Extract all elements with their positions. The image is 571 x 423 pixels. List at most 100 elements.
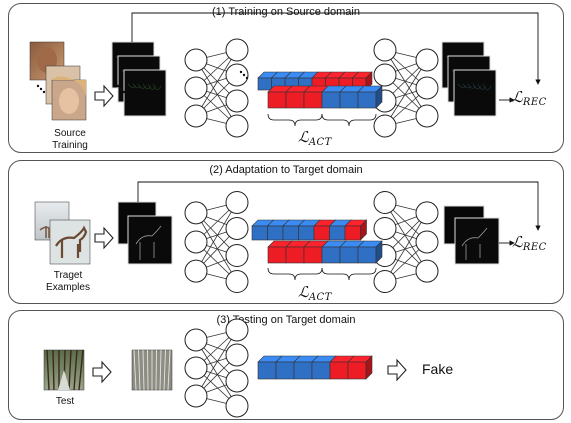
neuron-node: [184, 259, 208, 283]
neuron-node: [225, 318, 249, 342]
neuron-node: [225, 63, 249, 87]
activation-cell-red: [285, 246, 305, 264]
activation-cell-blue: [311, 361, 331, 380]
ellipsis-encoder: [239, 70, 249, 80]
test-feature-map: [131, 349, 173, 391]
neuron-node: [415, 48, 439, 72]
source-face-images: [29, 41, 87, 121]
brace-act-1b: [321, 113, 377, 127]
source-training-label: Source Training: [52, 128, 88, 151]
neuron-node: [415, 230, 439, 254]
panel-training: [8, 3, 564, 153]
test-label: Test: [55, 396, 75, 407]
reconstructed-maps-1: [441, 41, 497, 117]
brace-act-1a: [267, 113, 323, 127]
decoder-network-1: [373, 38, 439, 138]
target-example-images: [34, 201, 91, 265]
activation-cell-blue: [257, 361, 277, 380]
reconstructed-maps-2: [443, 205, 500, 265]
loss-act-2: ℒACT: [298, 283, 332, 303]
neuron-node: [373, 114, 397, 138]
activation-cell-red: [285, 91, 305, 109]
activation-cell-blue: [282, 225, 299, 241]
neuron-node: [373, 270, 397, 294]
activation-cell-red: [329, 361, 349, 380]
activation-cell-red: [267, 246, 287, 264]
activation-cell-red: [303, 91, 323, 109]
activation-cell-blue: [329, 225, 346, 241]
panel-title-testing: (3) Testing on Target domain: [216, 314, 356, 326]
activation-bar-side: [375, 240, 383, 264]
activation-cell-blue: [275, 361, 295, 380]
neuron-node: [225, 190, 249, 214]
neuron-node: [415, 201, 439, 225]
neuron-node: [184, 201, 208, 225]
neuron-node: [184, 356, 208, 380]
target-examples-label: Traget Examples: [46, 270, 90, 293]
neuron-node: [415, 104, 439, 128]
activation-cell-blue: [339, 246, 359, 264]
activation-cell-blue: [321, 246, 341, 264]
encoder-network-2: [184, 190, 249, 294]
activation-cell-blue: [267, 225, 284, 241]
arrow-source-to-features: [94, 84, 114, 108]
activation-cell-blue: [251, 225, 268, 241]
activation-bar-2b: [267, 240, 383, 264]
activation-cell-blue: [293, 361, 313, 380]
activation-bar-1b: [267, 85, 383, 109]
activation-cell-red: [313, 225, 330, 241]
arrow-test-to-features: [92, 360, 112, 384]
panel-title-adaptation: (2) Adaptation to Target domain: [209, 164, 363, 176]
panel-testing: [8, 310, 564, 420]
neuron-node: [225, 216, 249, 240]
decoder-network-2: [373, 190, 439, 294]
activation-cell-red: [303, 246, 323, 264]
neuron-node: [373, 190, 397, 214]
loss-rec-1: ℒREC: [512, 88, 547, 108]
panel-title-training: (1) Training on Source domain: [212, 6, 360, 18]
activation-cell-blue: [357, 246, 377, 264]
ellipsis-source: [36, 84, 46, 94]
skip-connection-line-1: [131, 12, 541, 85]
neuron-node: [415, 76, 439, 100]
neuron-node: [184, 76, 208, 100]
brace-act-2b: [321, 267, 377, 281]
activation-bar-side: [365, 355, 373, 380]
encoder-network-1: [184, 38, 249, 138]
neuron-node: [184, 328, 208, 352]
neuron-node: [373, 216, 397, 240]
neuron-node: [225, 89, 249, 113]
activation-cell-red: [344, 225, 361, 241]
activation-cell-blue: [257, 77, 272, 91]
neuron-node: [225, 270, 249, 294]
neuron-node: [225, 244, 249, 268]
activation-bar-side: [360, 219, 367, 241]
activation-bar-3: [257, 355, 373, 380]
neuron-node: [225, 38, 249, 62]
neuron-node: [225, 369, 249, 393]
neuron-node: [225, 114, 249, 138]
skip-connection-line-2: [137, 181, 541, 231]
encoder-network-3: [184, 318, 249, 418]
loss-act-1: ℒACT: [298, 128, 332, 148]
panel-adaptation: [8, 160, 564, 304]
activation-cell-blue: [357, 91, 377, 109]
arrow-to-output: [387, 358, 407, 382]
arrow-target-to-features: [94, 226, 114, 250]
ellipsis-features: [116, 84, 126, 94]
target-feature-maps: [117, 201, 173, 265]
activation-bar-2a: [251, 219, 368, 241]
activation-cell-blue: [321, 91, 341, 109]
activation-bar-side: [375, 85, 383, 109]
neuron-node: [184, 48, 208, 72]
test-image: [43, 349, 85, 391]
source-feature-maps: [111, 41, 167, 117]
fake-output-label: Fake: [422, 361, 454, 377]
brace-act-2a: [267, 267, 323, 281]
neuron-node: [225, 394, 249, 418]
neuron-node: [373, 38, 397, 62]
neuron-node: [225, 343, 249, 367]
neuron-node: [184, 230, 208, 254]
